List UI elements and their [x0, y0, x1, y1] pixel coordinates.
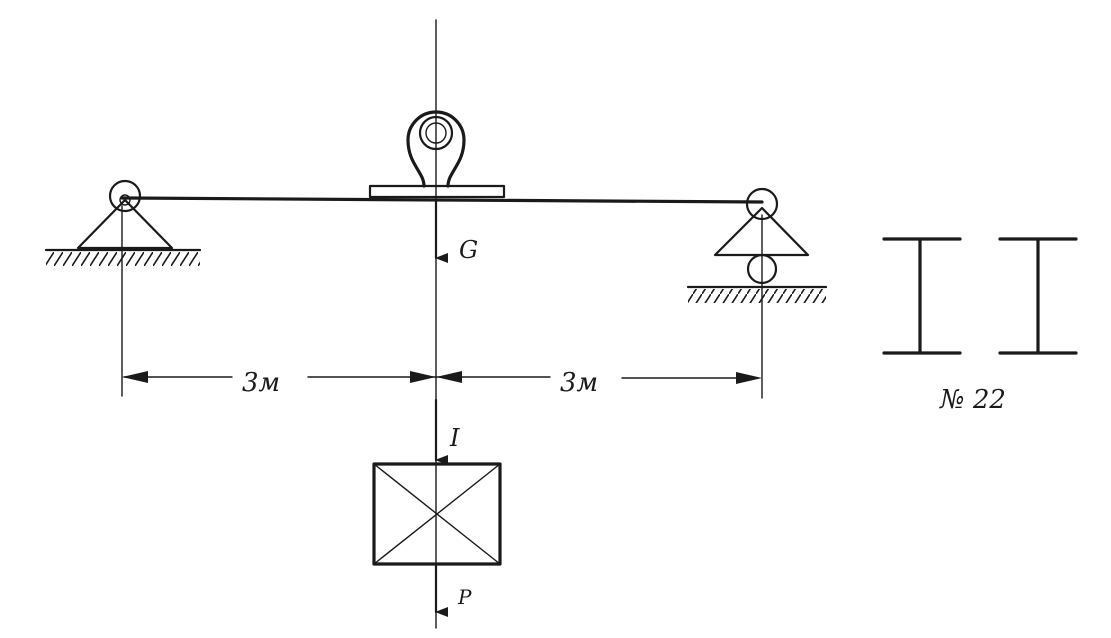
- span-right-label: 3м: [560, 368, 598, 398]
- weight-label: G: [459, 236, 478, 264]
- load-box: [372, 462, 502, 566]
- span-dimension: [121, 205, 763, 399]
- load-label: P: [457, 585, 472, 609]
- beam: [120, 196, 764, 204]
- i-beam-section-left: [882, 237, 962, 355]
- section-label: I: [449, 424, 460, 452]
- span-left-label: 3м: [242, 368, 280, 398]
- right-roller-support: [686, 187, 828, 303]
- i-beam-section-right: [998, 237, 1078, 355]
- winch-pulley: [368, 110, 506, 199]
- beam-profile-label: № 22: [939, 385, 1006, 415]
- left-pinned-support: [44, 179, 202, 266]
